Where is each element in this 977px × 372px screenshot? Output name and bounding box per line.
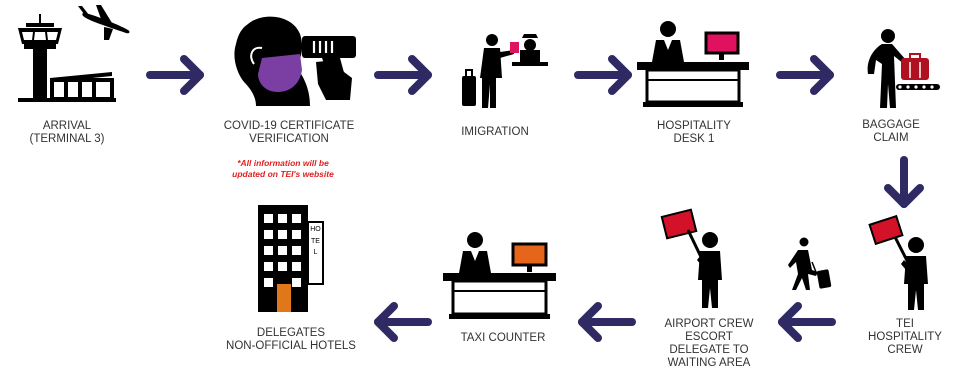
walking-traveler-icon xyxy=(788,237,832,290)
arrow-right-icon xyxy=(374,55,432,95)
temperature-scanner-icon xyxy=(234,16,356,107)
hotel-building-icon xyxy=(258,205,324,312)
flow-arrows xyxy=(146,55,924,342)
step-label-tei-crew: TEI HOSPITALITY CREW xyxy=(868,318,942,356)
arrow-right-icon xyxy=(574,55,632,95)
step-label-covid: COVID-19 CERTIFICATE VERIFICATION xyxy=(223,120,355,145)
step-label-baggage-claim: BAGGAGE CLAIM xyxy=(862,119,920,144)
hotel-sign: HOTEL xyxy=(310,226,321,256)
arrow-left-icon xyxy=(778,302,836,342)
baggage-claim-icon xyxy=(867,29,940,108)
arrow-left-icon xyxy=(578,302,636,342)
immigration-officer-icon xyxy=(462,34,548,108)
arrow-left-icon xyxy=(374,302,432,342)
airplane-icon xyxy=(78,5,130,40)
arrow-right-icon xyxy=(776,55,834,95)
step-label-taxi-counter: TAXI COUNTER xyxy=(460,332,546,344)
arrow-right-icon xyxy=(146,55,204,95)
flag-crew-icon xyxy=(660,208,722,308)
reception-desk-icon xyxy=(443,232,556,319)
step-label-hotels: DELEGATES NON-OFFICIAL HOTELS xyxy=(226,327,356,352)
step-label-arrival: ARRIVAL (TERMINAL 3) xyxy=(29,120,105,145)
reception-desk-icon xyxy=(637,21,749,107)
flag-crew-icon xyxy=(868,214,928,310)
step-label-airport-crew: AIRPORT CREW ESCORT DELEGATE TO WAITING … xyxy=(664,318,754,369)
control-tower-icon xyxy=(18,14,116,102)
step-label-immigration: IMIGRATION xyxy=(461,126,529,138)
step-label-hospitality-desk: HOSPITALITY DESK 1 xyxy=(657,120,731,145)
website-note: *All information will be updated on TEI'… xyxy=(232,158,334,179)
arrow-down-icon xyxy=(884,156,924,208)
